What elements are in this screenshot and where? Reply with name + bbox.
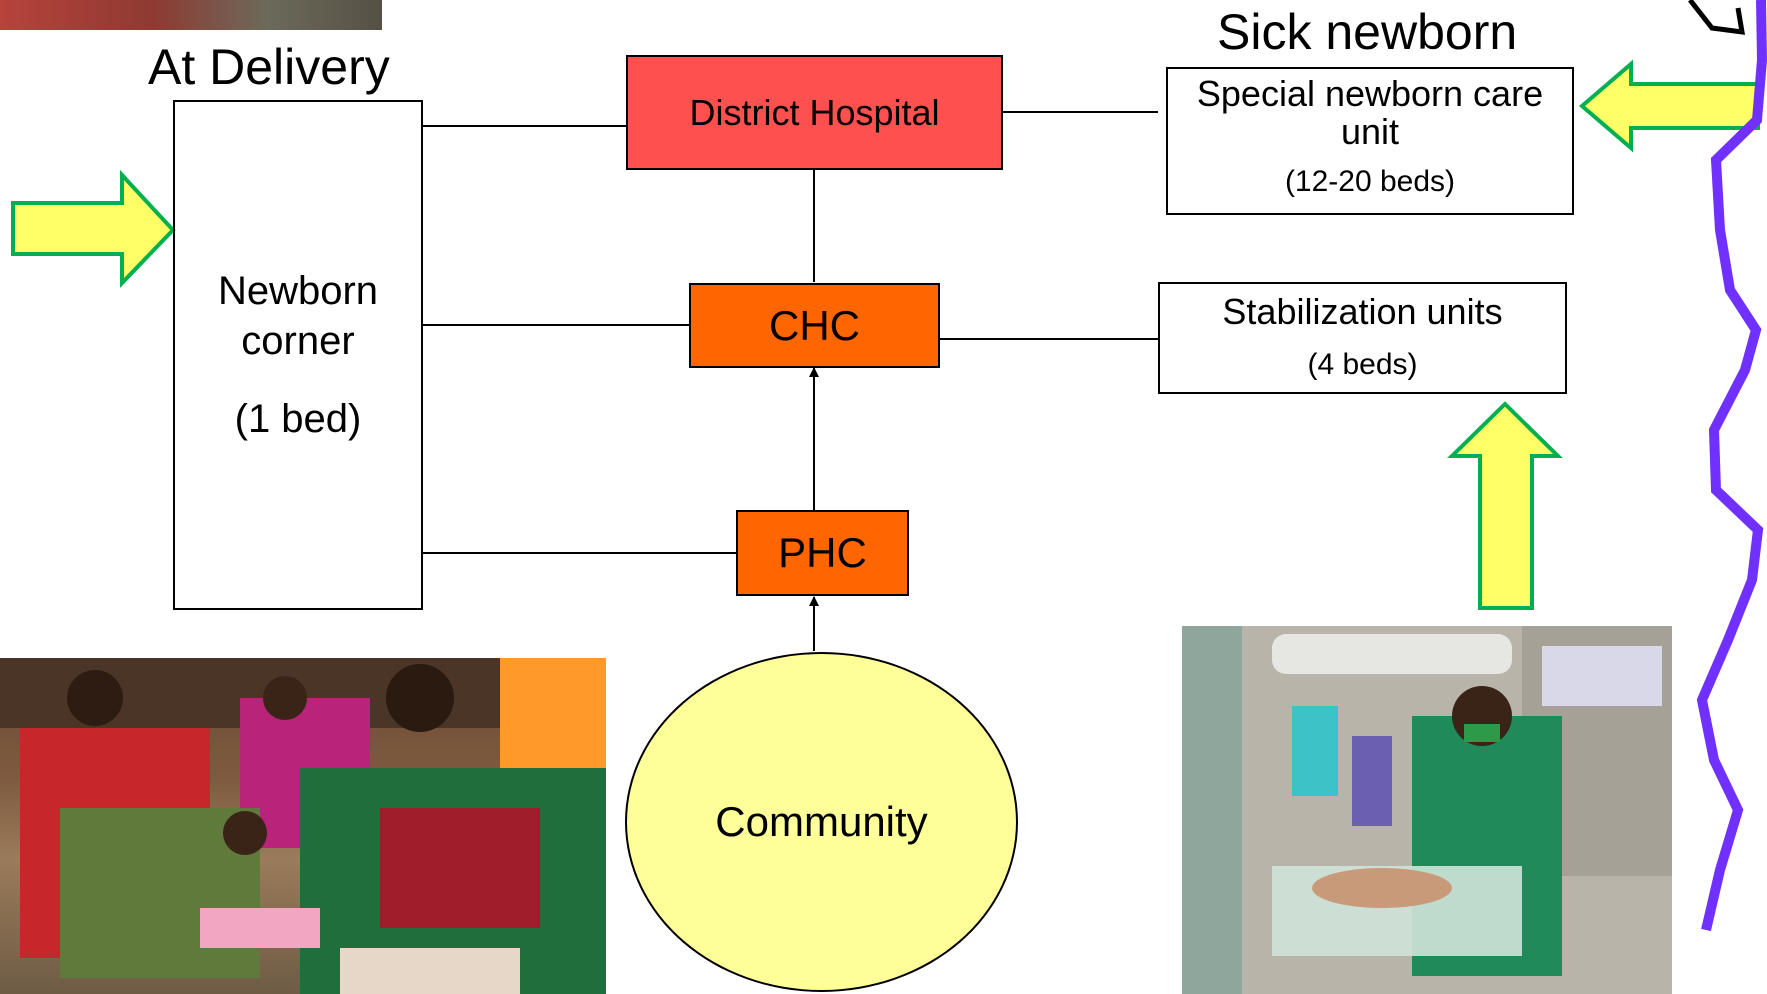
warmer-lamp-shape: [1272, 634, 1512, 674]
phc-label: PHC: [778, 529, 867, 576]
block-arrow-left: [1578, 59, 1760, 153]
sncu-line1: Special newborn care: [1196, 73, 1544, 114]
baby-head-shape: [223, 811, 267, 855]
newborn-corner-line2: corner: [241, 319, 355, 363]
stabilization-line1: Stabilization units: [1222, 291, 1503, 332]
newborn-corner-line1: Newborn: [217, 269, 379, 313]
photo-illustration-right: [1182, 626, 1672, 994]
photo-fragment-top-left: [0, 0, 382, 30]
squiggle-corner-mark: [1688, 0, 1746, 35]
community-ellipse: Community: [625, 652, 1018, 992]
stabilization-box: Stabilization units (4 beds): [1158, 282, 1567, 394]
chc-label: CHC: [769, 301, 860, 349]
stabilization-beds: (4 beds): [1307, 348, 1418, 381]
sncu-beds: (12-20 beds): [1284, 165, 1456, 198]
block-arrow-up: [1447, 401, 1563, 610]
sncu-line2: unit: [1340, 111, 1400, 152]
chc-box: CHC: [689, 283, 940, 368]
monitor-panel-shape: [1292, 706, 1338, 796]
heading-sick-newborn: Sick newborn: [1217, 4, 1518, 60]
district-hospital-box: District Hospital: [626, 55, 1003, 170]
infant-shape: [1312, 868, 1452, 908]
phc-box: PHC: [736, 510, 909, 596]
district-hospital-label: District Hospital: [689, 91, 940, 133]
community-label: Community: [715, 798, 928, 845]
newborn-corner-beds: (1 bed): [234, 397, 362, 441]
photo-mothers-with-newborns: [0, 658, 606, 994]
block-arrow-right: [11, 169, 176, 288]
photo-nurse-at-radiant-warmer: [1182, 626, 1672, 994]
heading-at-delivery: At Delivery: [148, 39, 390, 95]
photo-illustration-left: [0, 658, 606, 994]
newborn-corner-box: Newborn corner (1 bed): [173, 100, 423, 610]
sncu-box: Special newborn care unit (12-20 beds): [1166, 67, 1574, 215]
squiggle-line: [1696, 0, 1767, 932]
pink-cloth-shape: [200, 908, 320, 948]
